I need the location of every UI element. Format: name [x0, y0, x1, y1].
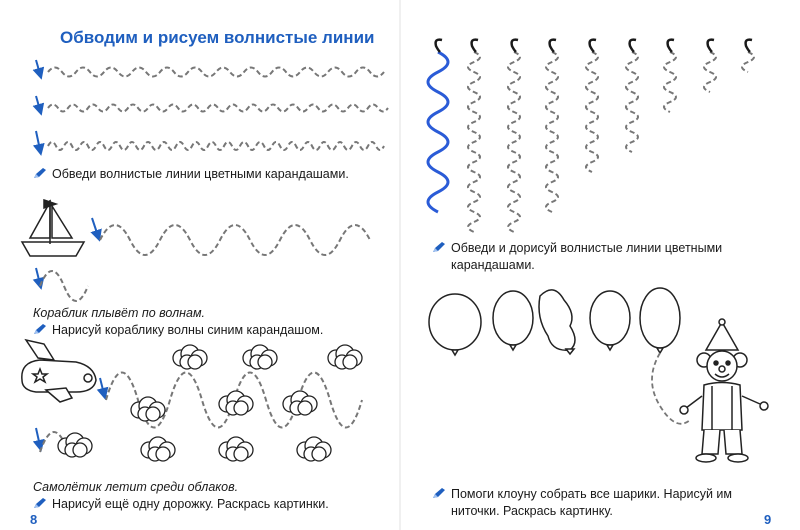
- wave-row-2[interactable]: [47, 103, 389, 113]
- cloud-6: [130, 396, 166, 422]
- page-number-left: 8: [30, 512, 38, 527]
- cloud-8: [140, 436, 176, 462]
- start-hook-icon: [510, 38, 519, 53]
- boat-wave-start[interactable]: [39, 270, 89, 302]
- instruction-trace-waves: Обведи волнистые линии цветными карандаш…: [33, 166, 349, 182]
- balloon-1: [428, 293, 482, 351]
- cloud-1: [172, 344, 208, 370]
- instruction-text: Нарисуй кораблику волны синим карандашом…: [52, 323, 324, 337]
- balloon-2: [492, 290, 534, 346]
- cloud-4: [218, 390, 254, 416]
- start-arrows: [32, 59, 109, 452]
- cloud-10: [296, 436, 332, 462]
- wave-row-1[interactable]: [47, 66, 385, 78]
- start-hook-icon: [628, 38, 637, 53]
- instruction-text: Помоги клоуну собрать все шарики. Нарису…: [451, 487, 732, 501]
- start-hooks: [434, 38, 753, 53]
- vertical-wave-1[interactable]: [467, 51, 481, 233]
- pencil-icon: [433, 488, 445, 498]
- start-hook-icon: [434, 38, 443, 53]
- pencil-icon: [34, 324, 46, 334]
- balloon-string-dashed[interactable]: [651, 352, 691, 425]
- cloud-2: [242, 344, 278, 370]
- cloud-3: [327, 344, 363, 370]
- vertical-wave-3[interactable]: [545, 51, 559, 213]
- cloud-7: [57, 432, 93, 458]
- instruction-clown: Помоги клоуну собрать все шарики. Нарису…: [432, 486, 732, 502]
- page-fold: [399, 0, 401, 530]
- vertical-wave-5[interactable]: [625, 51, 639, 153]
- cloud-9: [218, 436, 254, 462]
- instruction-text: Нарисуй ещё одну дорожку. Раскрась карти…: [52, 497, 329, 511]
- airplane-illustration: [21, 338, 97, 403]
- balloon-5: [639, 287, 681, 349]
- balloon-4: [589, 290, 631, 346]
- instruction-draw-waves: Нарисуй кораблику волны синим карандашом…: [33, 322, 323, 338]
- boat-wave-path[interactable]: [99, 224, 371, 256]
- start-hook-icon: [744, 38, 753, 53]
- pencil-icon: [433, 242, 445, 252]
- instruction-draw-path: Нарисуй ещё одну дорожку. Раскрась карти…: [33, 496, 329, 512]
- instruction-text: Обведи волнистые линии цветными карандаш…: [52, 167, 349, 181]
- instruction-trace-vertical-waves: Обведи и дорисуй волнистые линии цветным…: [432, 240, 722, 256]
- page-number-right: 9: [764, 512, 772, 527]
- vertical-wave-7[interactable]: [703, 51, 717, 93]
- pencil-icon: [34, 168, 46, 178]
- caption-plane: Самолётик летит среди облаков.: [33, 480, 239, 494]
- page-title: Обводим и рисуем волнистые линии: [60, 28, 375, 47]
- start-hook-icon: [666, 38, 675, 53]
- instruction-text-cont: карандашами.: [451, 258, 535, 272]
- solid-blue-wave: [426, 50, 450, 214]
- balloon-3: [538, 289, 576, 351]
- instruction-text-cont: ниточки. Раскрась картинку.: [451, 504, 613, 518]
- clouds-group: [57, 344, 363, 462]
- vertical-wave-6[interactable]: [663, 51, 677, 113]
- start-hook-icon: [470, 38, 479, 53]
- start-hook-icon: [706, 38, 715, 53]
- start-hook-icon: [588, 38, 597, 53]
- pencil-icon: [34, 498, 46, 508]
- wave-row-3[interactable]: [47, 141, 385, 151]
- instruction-text: Обведи и дорисуй волнистые линии цветным…: [451, 241, 723, 255]
- vertical-wave-2[interactable]: [507, 51, 521, 233]
- dashed-wave-rows[interactable]: [47, 66, 389, 151]
- vertical-dashed-waves[interactable]: [467, 51, 755, 233]
- start-hook-icon: [548, 38, 557, 53]
- caption-boat: Кораблик плывёт по волнам.: [33, 306, 205, 320]
- cloud-5: [282, 390, 318, 416]
- clown-illustration: [679, 318, 769, 463]
- vertical-wave-4[interactable]: [585, 51, 599, 173]
- balloons-group[interactable]: [428, 287, 681, 357]
- vertical-wave-8[interactable]: [741, 51, 755, 73]
- boat-illustration: [20, 198, 86, 257]
